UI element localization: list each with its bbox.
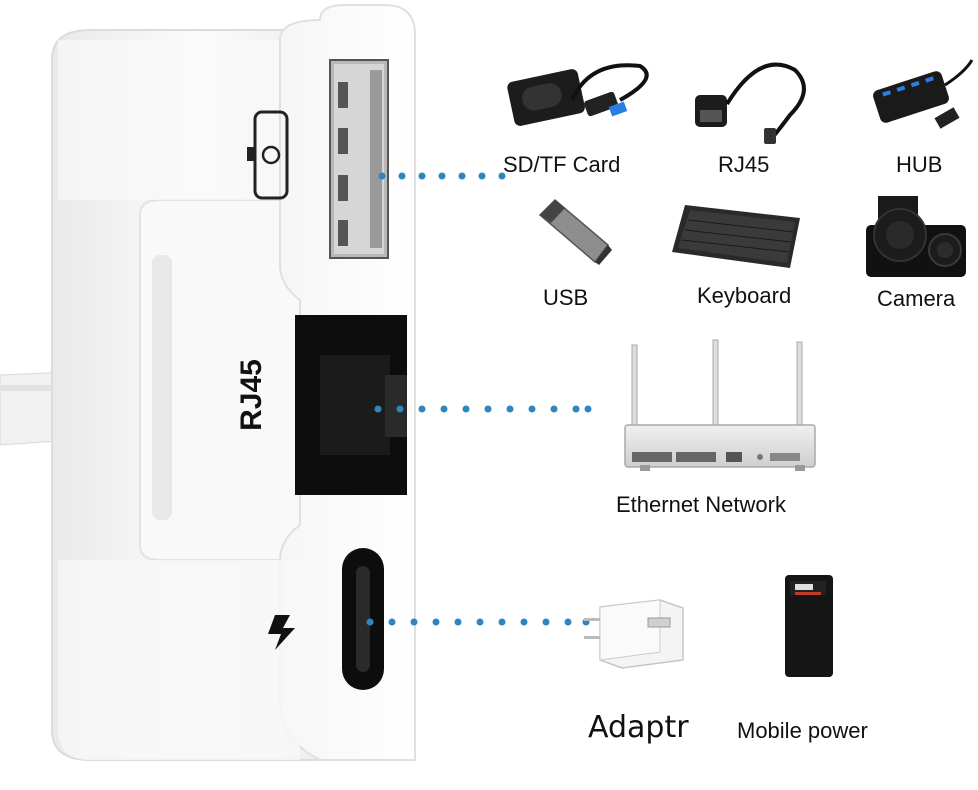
keyboard-icon [672, 205, 800, 268]
label-sd-tf-card: SD/TF Card [503, 152, 621, 177]
label-rj45: RJ45 [718, 152, 770, 177]
port-label-rj45: RJ45 [222, 345, 282, 445]
label-usb: USB [543, 285, 589, 310]
lightning-icon [268, 615, 295, 650]
label-hub: HUB [896, 152, 943, 177]
usb-c-port [342, 548, 384, 690]
usb-flash-drive-icon [538, 198, 612, 265]
rj45-dongle-icon [695, 62, 806, 144]
usb-a-port [329, 59, 389, 259]
power-bank-icon [785, 575, 833, 677]
usb-hub-icon [873, 59, 974, 129]
wall-adapter-icon [584, 599, 684, 669]
dots-usbc [366, 618, 590, 626]
camera-icon [247, 110, 289, 200]
router-icon [624, 339, 816, 471]
camera-device-icon [866, 196, 966, 277]
label-keyboard: Keyboard [697, 283, 792, 308]
connector-dots [366, 172, 592, 626]
port-label-rj45-text: RJ45 [235, 359, 268, 431]
dots-rj45 [374, 405, 592, 413]
label-adapter: Adaptr [588, 710, 689, 745]
rj45-port [295, 315, 407, 495]
label-camera: Camera [877, 286, 956, 311]
card-reader-icon [507, 63, 649, 126]
dots-usb [378, 172, 506, 180]
label-ethernet-network: Ethernet Network [616, 492, 786, 517]
label-mobile-power: Mobile power [737, 718, 868, 743]
